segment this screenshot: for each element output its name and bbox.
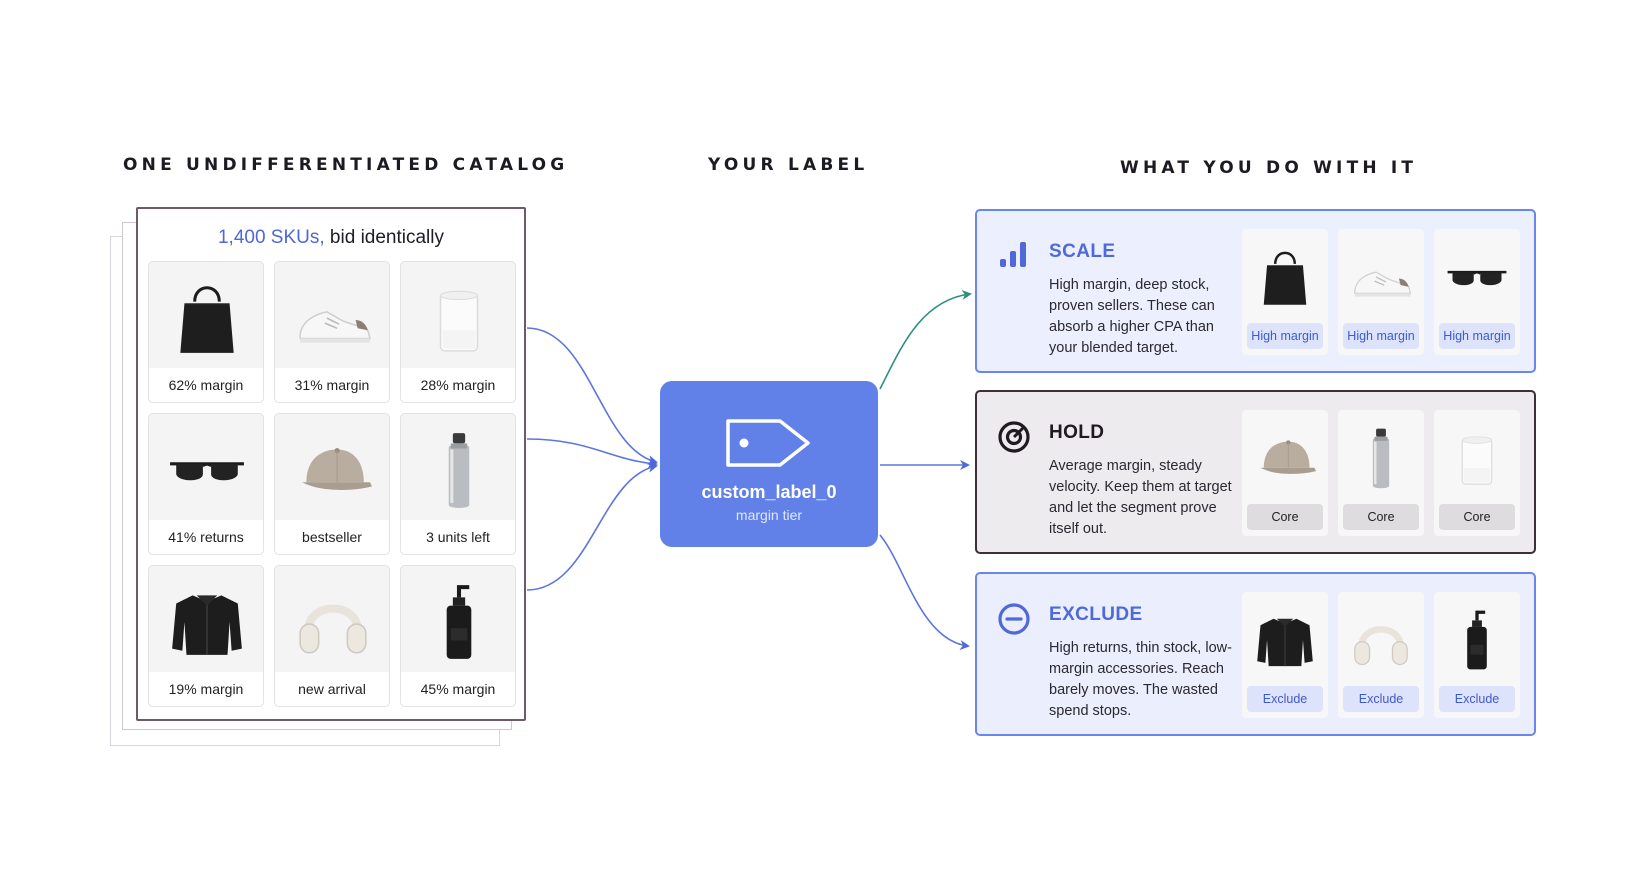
product-tile[interactable]: new arrival: [274, 565, 390, 707]
product-tile[interactable]: 62% margin: [148, 261, 264, 403]
hold-card[interactable]: HOLD Average margin, steady velocity. Ke…: [975, 390, 1536, 554]
catalog-heading: ONE UNDIFFERENTIATED CATALOG: [123, 155, 569, 175]
headphones-image: [299, 604, 367, 654]
input-arrow-bottom: [526, 462, 658, 591]
tier-pill: Exclude: [1247, 686, 1323, 712]
product-thumb: Exclude: [1434, 592, 1520, 718]
pump-bottle-image: [446, 585, 472, 659]
candle-image: [439, 290, 479, 352]
scale-arrow: [879, 289, 972, 390]
candle-image: [1461, 436, 1493, 485]
product-thumb: Exclude: [1242, 592, 1328, 718]
action-title: SCALE: [1049, 241, 1116, 262]
tile-caption: 62% margin: [149, 368, 263, 402]
tile-caption: 3 units left: [401, 520, 515, 554]
sneaker-image: [299, 311, 371, 343]
sunglasses-image: [1447, 270, 1507, 286]
tag-icon: [726, 419, 810, 467]
target-icon: [998, 421, 1030, 453]
tier-pill: Exclude: [1439, 686, 1515, 712]
tier-pill: High margin: [1439, 323, 1515, 349]
catalog-title: 1,400 SKUs, bid identically: [138, 227, 524, 249]
tier-pill: Core: [1439, 504, 1515, 530]
product-thumb: High margin: [1434, 229, 1520, 355]
pump-bottle-image: [1467, 610, 1487, 670]
sunglasses-image: [170, 462, 244, 481]
cap-image: [302, 447, 372, 490]
product-thumb: Exclude: [1338, 592, 1424, 718]
sneaker-image: [1354, 271, 1412, 297]
cap-image: [1260, 440, 1317, 474]
product-thumb: High margin: [1338, 229, 1424, 355]
tote-bag-image: [180, 286, 234, 353]
headphones-image: [1354, 626, 1408, 666]
product-thumb: Core: [1338, 410, 1424, 536]
tile-caption: 45% margin: [401, 672, 515, 706]
product-thumb: High margin: [1242, 229, 1328, 355]
tier-pill: Core: [1343, 504, 1419, 530]
bar-chart-icon: [1000, 242, 1026, 267]
label-name: custom_label_0: [701, 482, 837, 502]
tier-pill: High margin: [1247, 323, 1323, 349]
label-box[interactable]: custom_label_0 margin tier: [660, 381, 878, 547]
tile-caption: new arrival: [275, 672, 389, 706]
tile-caption: 19% margin: [149, 672, 263, 706]
jacket-image: [1257, 618, 1313, 667]
product-tile[interactable]: 19% margin: [148, 565, 264, 707]
catalog-subtitle: bid identically: [324, 227, 444, 248]
product-thumb: Core: [1242, 410, 1328, 536]
product-tile[interactable]: 41% returns: [148, 413, 264, 555]
action-description: High margin, deep stock, proven sellers.…: [1049, 277, 1215, 356]
action-title: EXCLUDE: [1049, 604, 1143, 625]
scale-card[interactable]: SCALE High margin, deep stock, proven se…: [975, 209, 1536, 373]
input-arrow-middle: [526, 438, 658, 469]
catalog-grid: 62% margin 31% margin 28% margin 41% ret…: [148, 261, 516, 707]
tote-bag-image: [1263, 251, 1307, 305]
product-thumb: Core: [1434, 410, 1520, 536]
action-title: HOLD: [1049, 422, 1105, 443]
product-tile[interactable]: 3 units left: [400, 413, 516, 555]
sku-count: 1,400 SKUs,: [217, 227, 325, 248]
catalog-card: 1,400 SKUs, bid identically 62% margin 3…: [136, 207, 526, 721]
tile-caption: 31% margin: [275, 368, 389, 402]
product-tile[interactable]: 45% margin: [400, 565, 516, 707]
label-heading: YOUR LABEL: [708, 155, 869, 175]
exclude-arrow: [879, 534, 970, 650]
action-heading: WHAT YOU DO WITH IT: [1120, 158, 1418, 178]
exclude-card[interactable]: EXCLUDE High returns, thin stock, low-ma…: [975, 572, 1536, 736]
tile-caption: 28% margin: [401, 368, 515, 402]
action-description: High returns, thin stock, low-margin acc…: [1049, 640, 1232, 719]
product-tile[interactable]: 28% margin: [400, 261, 516, 403]
tier-pill: High margin: [1343, 323, 1419, 349]
tier-pill: Core: [1247, 504, 1323, 530]
jacket-image: [172, 595, 242, 655]
tier-pill: Exclude: [1343, 686, 1419, 712]
action-description: Average margin, steady velocity. Keep th…: [1049, 458, 1232, 537]
tile-caption: 41% returns: [149, 520, 263, 554]
minus-circle-icon: [998, 603, 1030, 635]
bottle-image: [448, 433, 470, 508]
input-arrow-top: [526, 327, 658, 465]
tile-caption: bestseller: [275, 520, 389, 554]
product-tile[interactable]: 31% margin: [274, 261, 390, 403]
bottle-image: [1372, 428, 1390, 489]
product-tile[interactable]: bestseller: [274, 413, 390, 555]
label-subtitle: margin tier: [735, 507, 803, 523]
